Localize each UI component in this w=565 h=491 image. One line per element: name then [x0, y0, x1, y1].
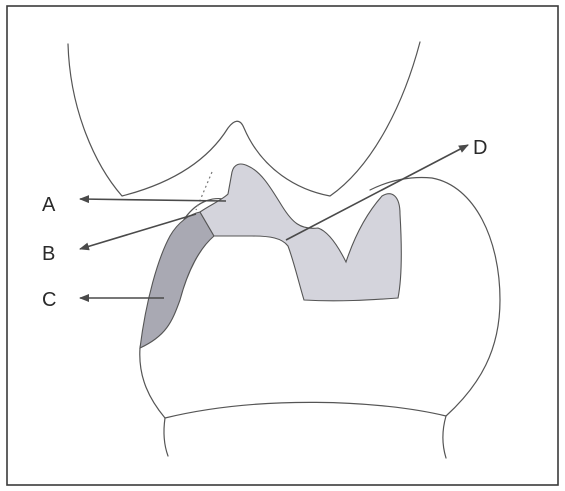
label-a: A [42, 194, 56, 216]
label-d: D [473, 137, 487, 159]
label-c: C [42, 289, 56, 311]
label-b: B [42, 243, 55, 265]
